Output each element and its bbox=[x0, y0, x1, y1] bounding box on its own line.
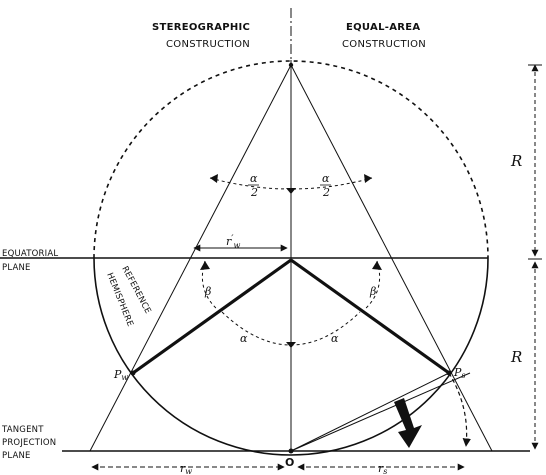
stereo-ray-right bbox=[290, 64, 493, 452]
pw-label-sub: w bbox=[121, 373, 128, 382]
alpha-center-mark bbox=[286, 342, 296, 348]
rw-label-main: r bbox=[180, 462, 186, 475]
rw-prime-sub: w bbox=[234, 241, 241, 250]
origin-label: O bbox=[285, 456, 294, 469]
tangent-plane-label-3: PLANE bbox=[2, 451, 31, 461]
reference-hemisphere-arc bbox=[93, 257, 489, 456]
beta-arrow-right bbox=[372, 261, 382, 270]
pw-label: Pw bbox=[113, 368, 128, 382]
stereographic-subheading: CONSTRUCTION bbox=[166, 39, 250, 50]
beta-arrow-left bbox=[200, 261, 210, 270]
half-angle-center-mark bbox=[286, 188, 296, 194]
projection-arrow bbox=[394, 398, 422, 448]
equal-area-rotation-arc bbox=[448, 372, 471, 447]
rw-prime-label: r′w bbox=[226, 234, 241, 250]
half-alpha-right-num: α bbox=[322, 172, 330, 185]
equal-area-subheading: CONSTRUCTION bbox=[342, 39, 426, 50]
rw-label: rw bbox=[180, 462, 192, 475]
ps-label: Ps bbox=[453, 366, 466, 380]
half-alpha-left-den: 2 bbox=[250, 186, 258, 199]
pw-label-main: P bbox=[113, 368, 122, 381]
beta-label-left: β bbox=[204, 285, 211, 298]
ps-point bbox=[446, 370, 452, 376]
chord-o-ps bbox=[290, 372, 450, 452]
stereographic-heading: STEREOGRAPHIC bbox=[152, 22, 250, 33]
half-angle-tick-right bbox=[364, 174, 372, 183]
equatorial-plane-label-2: PLANE bbox=[2, 263, 31, 273]
upper-hemisphere-dashed bbox=[93, 60, 489, 259]
tangent-plane-label-1: TANGENT bbox=[1, 425, 44, 435]
pw-point bbox=[130, 370, 136, 376]
rw-label-sub: w bbox=[185, 467, 192, 475]
beta-arc-right bbox=[363, 260, 381, 311]
half-alpha-right-den: 2 bbox=[322, 186, 330, 199]
equal-area-heading: EQUAL-AREA bbox=[346, 22, 420, 33]
pole-point bbox=[288, 62, 294, 68]
equatorial-plane-label-1: EQUATORIAL bbox=[2, 249, 58, 259]
rw-prime-mark: ′ bbox=[231, 234, 234, 245]
alpha-label-left: α bbox=[240, 332, 248, 345]
tangent-plane-label-2: PROJECTION bbox=[2, 438, 56, 448]
beta-label-right: β bbox=[369, 285, 376, 298]
ps-label-sub: s bbox=[461, 371, 465, 380]
origin-point bbox=[288, 448, 294, 454]
alpha-label-right: α bbox=[331, 332, 339, 345]
line-to-ps bbox=[290, 258, 450, 375]
rs-label: rs bbox=[378, 462, 387, 475]
rs-label-main: r bbox=[378, 462, 384, 475]
r-label-lower: R bbox=[510, 348, 522, 366]
stereo-ray-left bbox=[89, 64, 292, 452]
ps-label-main: P bbox=[453, 366, 462, 379]
rs-label-sub: s bbox=[383, 467, 387, 475]
beta-arc-left bbox=[201, 260, 219, 311]
half-angle-tick-left bbox=[210, 174, 218, 183]
r-label-upper: R bbox=[510, 152, 522, 170]
half-alpha-left-num: α bbox=[250, 172, 258, 185]
line-to-pw bbox=[132, 258, 292, 375]
rw-prime-main: r bbox=[226, 235, 232, 248]
half-angle-arc bbox=[209, 177, 373, 190]
chord-o-ps-outer bbox=[290, 372, 471, 452]
